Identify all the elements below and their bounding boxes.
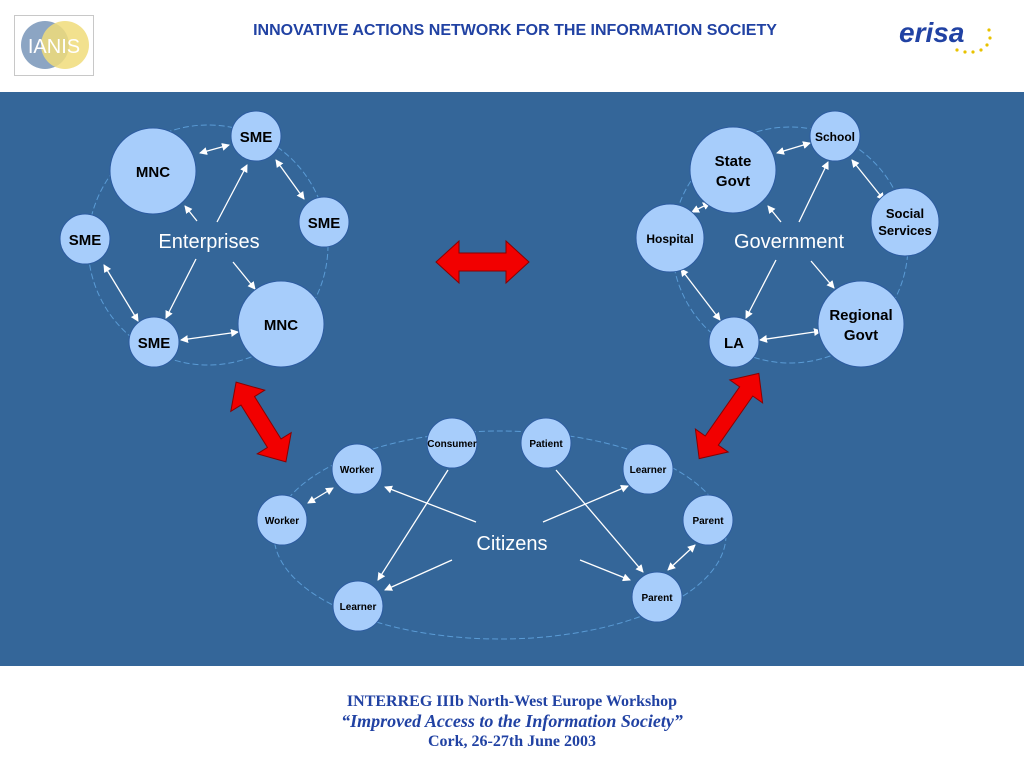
citizens-node-learner-top <box>622 443 674 495</box>
government-node-state-govt-label-1: State <box>715 153 752 170</box>
page-title: INNOVATIVE ACTIONS NETWORK FOR THE INFOR… <box>253 22 777 39</box>
footer-workshop-title: INTERREG IIIb North-West Europe Workshop <box>346 693 678 710</box>
enterprises-node-sme-top <box>230 110 282 162</box>
enterprises-node-mnc-top-label: MNC <box>136 164 170 181</box>
footer: INTERREG IIIb North-West Europe Workshop… <box>0 692 1024 751</box>
citizens-node-patient-label: Patient <box>529 439 563 450</box>
double-arrow-enterprises-citizens <box>230 381 292 463</box>
citizens-node-parent-right-label: Parent <box>692 516 724 527</box>
government-label: Government <box>734 231 844 253</box>
government-node-hospital <box>635 203 705 273</box>
citizens-node-learner-top-label: Learner <box>630 465 667 476</box>
citizens-node-consumer <box>426 417 478 469</box>
citizens-node-worker-top <box>331 443 383 495</box>
government-node-regional-label-1: Regional <box>829 307 892 324</box>
enterprises-node-mnc-top <box>109 127 197 215</box>
citizens-node-consumer-label: Consumer <box>427 439 477 450</box>
enterprises-node-sme-bottom-label: SME <box>138 335 171 352</box>
double-arrow-government-citizens <box>694 372 764 460</box>
enterprises-node-sme-bottom <box>128 316 180 368</box>
erisa-logo: erisa <box>895 14 995 58</box>
citizens-connectors <box>307 469 696 591</box>
government-node-state-govt <box>689 126 777 214</box>
government-node-social-label-1: Social <box>886 206 924 221</box>
enterprises-node-mnc-bottom <box>237 280 325 368</box>
government-node-state-govt-label-2: Govt <box>716 173 750 190</box>
government-node-regional-label-2: Govt <box>844 327 878 344</box>
citizens-node-learner-bottom <box>332 580 384 632</box>
enterprises-connectors <box>103 143 305 343</box>
enterprises-node-sme-right-label: SME <box>308 215 341 232</box>
ianis-logo-text: IANIS <box>28 36 80 58</box>
government-node-social-services <box>870 187 940 257</box>
government-node-regional-govt <box>817 280 905 368</box>
footer-subtitle: “Improved Access to the Information Soci… <box>341 711 683 731</box>
header: IANIS INNOVATIVE ACTIONS NETWORK FOR THE… <box>0 0 1024 92</box>
enterprises-label: Enterprises <box>158 231 259 253</box>
citizens-node-parent-bottom-label: Parent <box>641 593 673 604</box>
government-node-school-label: School <box>815 130 855 144</box>
enterprises-node-sme-top-label: SME <box>240 129 273 146</box>
citizens-node-worker-left-label: Worker <box>265 516 299 527</box>
government-connectors <box>680 141 885 343</box>
ianis-logo: IANIS <box>14 15 94 76</box>
citizens-node-parent-bottom <box>631 571 683 623</box>
footer-date-location: Cork, 26-27th June 2003 <box>427 733 596 750</box>
government-node-hospital-label: Hospital <box>646 232 693 246</box>
citizens-label: Citizens <box>476 533 547 555</box>
enterprises-node-mnc-bottom-label: MNC <box>264 317 298 334</box>
government-node-la <box>708 316 760 368</box>
government-node-school <box>809 110 861 162</box>
enterprises-node-sme-right <box>298 196 350 248</box>
enterprises-node-sme-left-label: SME <box>69 232 102 249</box>
government-node-social-label-2: Services <box>878 223 932 238</box>
double-arrow-enterprises-government <box>435 239 530 285</box>
citizens-node-parent-right <box>682 494 734 546</box>
citizens-node-worker-left <box>256 494 308 546</box>
citizens-node-learner-bottom-label: Learner <box>340 602 377 613</box>
citizens-node-worker-top-label: Worker <box>340 465 374 476</box>
erisa-logo-text: erisa <box>899 17 964 48</box>
enterprises-node-sme-left <box>59 213 111 265</box>
government-node-la-label: LA <box>724 335 744 352</box>
citizens-node-patient <box>520 417 572 469</box>
diagram-stage: MNC SME SME SME MNC SME Enterprises Stat… <box>0 92 1024 666</box>
